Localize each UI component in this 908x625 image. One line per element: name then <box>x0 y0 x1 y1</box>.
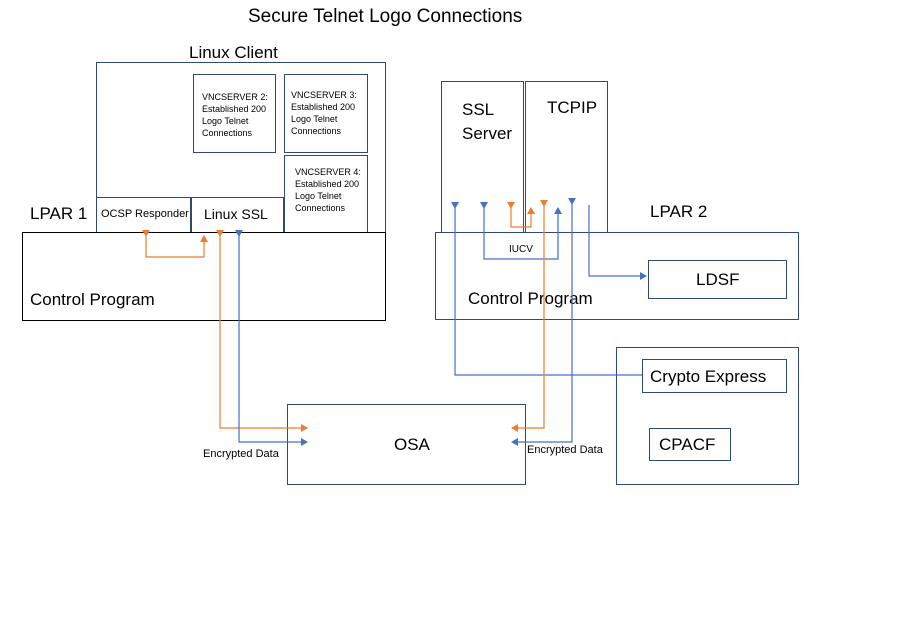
ldsf-box: LDSF <box>648 260 787 299</box>
lpar1-label: LPAR 1 <box>30 204 88 223</box>
vncserver-4-text: VNCSERVER 4: Established 200 Logo Telnet… <box>295 167 361 213</box>
tcpip-label: TCPIP <box>547 98 598 117</box>
lpar2-control-program-label: Control Program <box>468 289 593 308</box>
vncserver-2-text: VNCSERVER 2: Established 200 Logo Telnet… <box>202 92 268 138</box>
ocsp-responder-box: OCSP Responder <box>96 197 191 233</box>
ssl-server-box: SSL Server <box>441 81 524 233</box>
hardware-box <box>616 347 799 485</box>
vncserver-2-box: VNCSERVER 2: Established 200 Logo Telnet… <box>193 74 276 153</box>
lpar2-label: LPAR 2 <box>650 202 708 221</box>
tcpip-box: TCPIP <box>525 81 608 233</box>
linux-client-title: Linux Client <box>189 43 278 62</box>
vncserver-3-text: VNCSERVER 3: Established 200 Logo Telnet… <box>291 90 357 136</box>
ssl-server-label: SSL Server <box>462 100 513 143</box>
cpacf-label: CPACF <box>659 435 716 454</box>
lpar1-control-program-box: Control Program <box>22 232 386 321</box>
ocsp-responder-label: OCSP Responder <box>101 208 189 220</box>
encrypted-data-right-label: Encrypted Data <box>527 444 603 456</box>
linux-ssl-label: Linux SSL <box>204 206 268 222</box>
diagram-title: Secure Telnet Logo Connections <box>248 6 523 27</box>
osa-label: OSA <box>394 435 430 454</box>
iucv-label: IUCV <box>509 244 533 255</box>
cpacf-box: CPACF <box>649 428 731 461</box>
osa-box: OSA <box>287 404 526 485</box>
encrypted-data-left-label: Encrypted Data <box>203 448 279 460</box>
crypto-express-box: Crypto Express <box>642 359 787 393</box>
vncserver-3-box: VNCSERVER 3: Established 200 Logo Telnet… <box>284 74 368 153</box>
vncserver-4-box: VNCSERVER 4: Established 200 Logo Telnet… <box>284 155 368 233</box>
lpar1-control-program-label: Control Program <box>30 290 155 309</box>
linux-ssl-box: Linux SSL <box>191 197 284 233</box>
ldsf-label: LDSF <box>696 270 740 289</box>
crypto-express-label: Crypto Express <box>650 367 767 386</box>
